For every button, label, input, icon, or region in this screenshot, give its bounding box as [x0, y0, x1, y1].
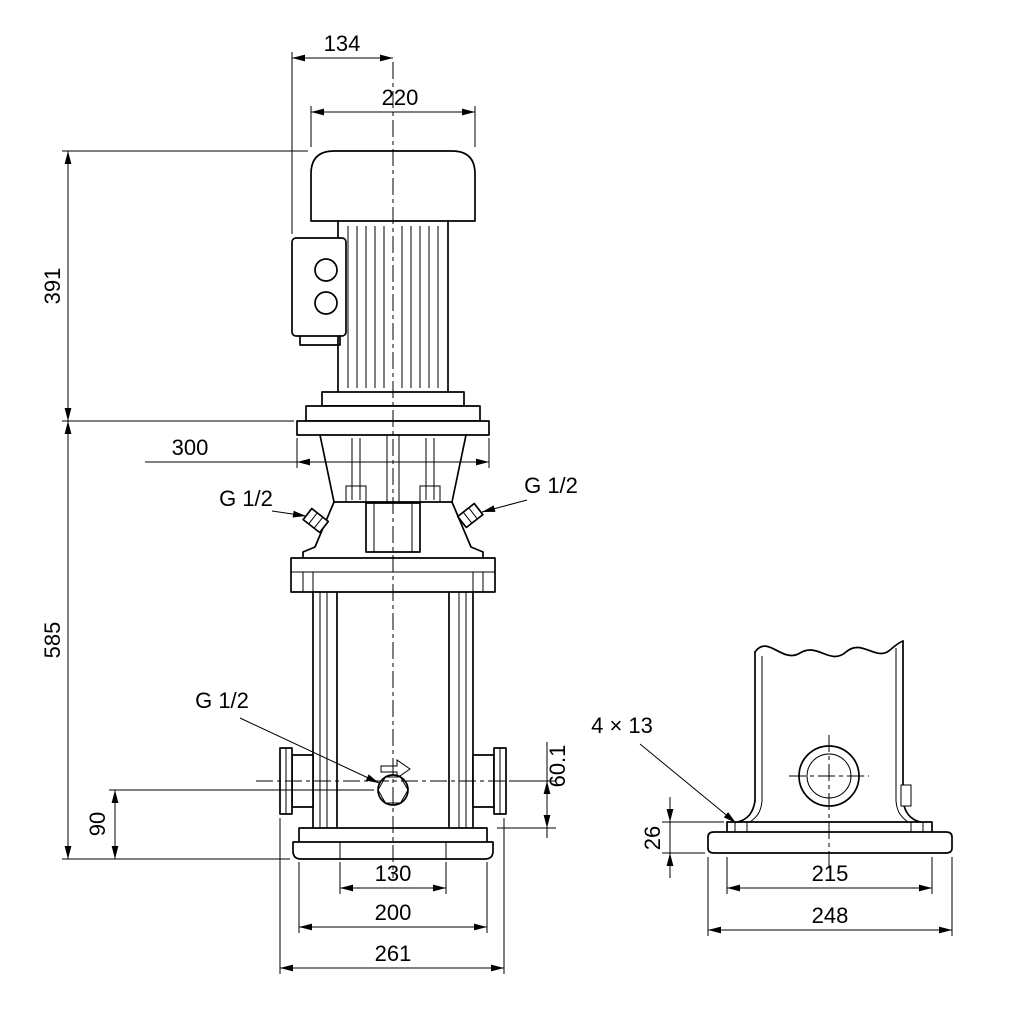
plug-facets [462, 507, 478, 524]
centerlines [256, 62, 869, 878]
base-bolt-marks [339, 842, 447, 859]
dim-90: 90 [85, 789, 374, 859]
leader-g12-drain [239, 717, 380, 784]
base-side [707, 821, 953, 854]
plug-body [302, 507, 330, 534]
dim-134-label: 134 [324, 31, 361, 56]
break-line [754, 640, 904, 658]
g12-drain-label: G 1/2 [195, 688, 249, 713]
label-g12-drain: G 1/2 [195, 688, 380, 784]
g12-plug-right [456, 502, 484, 529]
dim-130: 130 [339, 861, 447, 894]
side-tab [900, 784, 912, 807]
coupling-block-facets [373, 503, 413, 552]
base-flange-side [707, 831, 953, 854]
motor [291, 150, 481, 422]
drain-plug-hex [377, 776, 409, 804]
dim-60-1: 60.1 [497, 742, 570, 838]
bolt-slots [734, 822, 924, 832]
motor-cooling-fins [347, 226, 439, 388]
dim-220-label: 220 [382, 85, 419, 110]
dim-215-label: 215 [812, 861, 849, 886]
terminal-box [291, 237, 347, 346]
lantern-sides [319, 434, 467, 503]
dim-261-label: 261 [375, 941, 412, 966]
foot-curves-inner [749, 800, 909, 823]
drain [377, 759, 411, 806]
dim-248-label: 248 [812, 903, 849, 928]
plug-facets [308, 512, 324, 529]
dim-26-label: 26 [640, 826, 665, 850]
leader-g12-left [271, 510, 307, 518]
dim-585-label: 585 [40, 622, 65, 659]
dim-391-label: 391 [40, 268, 65, 305]
dim-200-label: 200 [375, 900, 412, 925]
sleeve-walls [336, 591, 450, 829]
side-view [707, 640, 953, 854]
front-view [279, 150, 507, 860]
cable-entry-hole [314, 291, 338, 315]
plug-body [456, 502, 484, 529]
dim-26: 26 [640, 797, 724, 878]
cable-entry-hole [314, 258, 338, 282]
dim-220: 220 [310, 85, 476, 147]
dim-585: 585 [40, 421, 290, 860]
shaft [386, 435, 400, 503]
leader-g12-right [481, 499, 528, 513]
dim-134: 134 [291, 31, 393, 234]
sleeve-inner-walls [761, 648, 897, 801]
staybolt-nut-left [345, 485, 367, 503]
bolt-holes-label: 4 × 13 [591, 713, 653, 738]
dim-60-1-label: 60.1 [545, 745, 570, 788]
dim-261: 261 [279, 818, 505, 974]
g12-plug-left [302, 507, 330, 534]
g12-right-label: G 1/2 [524, 473, 578, 498]
dim-200: 200 [298, 862, 488, 933]
dim-300: 300 [145, 435, 490, 468]
motor-fan-cover [310, 150, 476, 222]
dim-300-label: 300 [172, 435, 209, 460]
leader-bolt-holes [639, 743, 737, 824]
dim-391: 391 [40, 150, 308, 422]
dim-248: 248 [707, 857, 953, 936]
staybolt-nut-right [419, 485, 441, 503]
dim-215: 215 [726, 857, 933, 894]
label-g12-left: G 1/2 [219, 486, 307, 518]
terminal-box-step [299, 335, 341, 346]
pump-sleeve [312, 591, 474, 829]
label-g12-right: G 1/2 [481, 473, 578, 513]
terminal-box-body [291, 237, 347, 337]
dim-90-label: 90 [85, 812, 110, 836]
dim-130-label: 130 [375, 861, 412, 886]
flow-direction-arrow-icon [380, 759, 411, 779]
staybolts [319, 592, 467, 828]
g12-left-label: G 1/2 [219, 486, 273, 511]
coupling-guards [351, 438, 435, 500]
sleeve-outer-walls [754, 640, 904, 802]
label-bolt-holes: 4 × 13 [591, 713, 737, 824]
